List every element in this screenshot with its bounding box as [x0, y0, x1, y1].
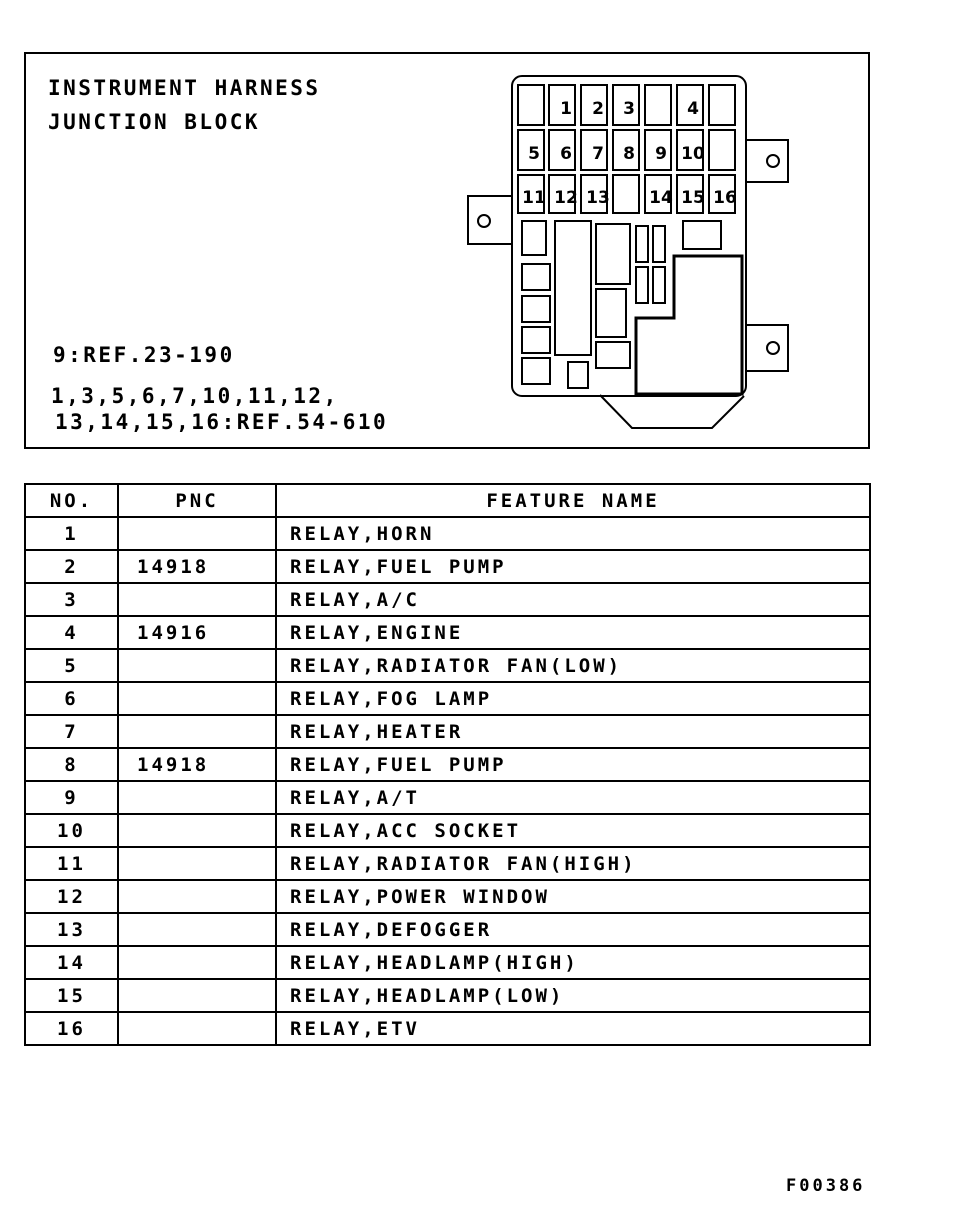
slot-label-13: 13 — [586, 188, 610, 208]
slot-label-2: 2 — [592, 99, 604, 119]
slot-label-15: 15 — [681, 188, 705, 208]
table-row: 7 RELAY,HEATER — [24, 714, 871, 749]
table-row: 5 RELAY,RADIATOR FAN(LOW) — [24, 648, 871, 683]
diagram-title-line1: INSTRUMENT HARNESS — [48, 76, 321, 100]
slot-label-7: 7 — [592, 144, 604, 164]
row-no: 1 — [24, 516, 119, 551]
row-no: 5 — [24, 648, 119, 683]
slot-label-4: 4 — [687, 99, 699, 119]
row-pnc — [117, 1011, 277, 1046]
row-pnc — [117, 648, 277, 683]
header-pnc: PNC — [117, 483, 277, 518]
slot-label-10: 10 — [681, 144, 705, 164]
row-feature-name: RELAY,DEFOGGER — [275, 912, 871, 947]
row-pnc — [117, 582, 277, 617]
row-no: 14 — [24, 945, 119, 980]
row-no: 9 — [24, 780, 119, 815]
table-header-row: NO. PNC FEATURE NAME — [24, 483, 871, 518]
row-feature-name: RELAY,FUEL PUMP — [275, 747, 871, 782]
row-feature-name: RELAY,HORN — [275, 516, 871, 551]
slot-label-3: 3 — [623, 99, 635, 119]
table-row: 12 RELAY,POWER WINDOW — [24, 879, 871, 914]
row-no: 12 — [24, 879, 119, 914]
row-pnc — [117, 912, 277, 947]
row-no: 11 — [24, 846, 119, 881]
row-feature-name: RELAY,HEADLAMP(LOW) — [275, 978, 871, 1013]
row-pnc — [117, 813, 277, 848]
row-feature-name: RELAY,A/C — [275, 582, 871, 617]
bottom-tab — [599, 394, 745, 429]
row-pnc — [117, 516, 277, 551]
ref-note-others-line1: 1,3,5,6,7,10,11,12, — [51, 384, 339, 408]
ref-note-others-line2: 13,14,15,16:REF.54-610 — [55, 410, 389, 434]
row-no: 15 — [24, 978, 119, 1013]
table-row: 11 RELAY,RADIATOR FAN(HIGH) — [24, 846, 871, 881]
mounting-ear-right-upper — [745, 139, 789, 183]
row-no: 4 — [24, 615, 119, 650]
row-pnc — [117, 681, 277, 716]
row-pnc — [117, 945, 277, 980]
slot-label-16: 16 — [713, 188, 737, 208]
mounting-ear-left — [467, 195, 513, 245]
row-pnc: 14918 — [117, 549, 277, 584]
table-row: 14 RELAY,HEADLAMP(HIGH) — [24, 945, 871, 980]
table-row: 6 RELAY,FOG LAMP — [24, 681, 871, 716]
diagram-title-line2: JUNCTION BLOCK — [48, 110, 261, 134]
row-feature-name: RELAY,HEATER — [275, 714, 871, 749]
slot-label-11: 11 — [522, 188, 546, 208]
row-no: 13 — [24, 912, 119, 947]
row-feature-name: RELAY,HEADLAMP(HIGH) — [275, 945, 871, 980]
header-no: NO. — [24, 483, 119, 518]
row-feature-name: RELAY,ENGINE — [275, 615, 871, 650]
row-pnc — [117, 846, 277, 881]
diagram-frame — [24, 52, 870, 449]
row-pnc — [117, 978, 277, 1013]
slot-label-1: 1 — [560, 99, 572, 119]
document-code: F00386 — [786, 1176, 866, 1196]
table-row: 10 RELAY,ACC SOCKET — [24, 813, 871, 848]
row-feature-name: RELAY,ETV — [275, 1011, 871, 1046]
row-pnc — [117, 879, 277, 914]
junction-block-drawing: 1 2 3 4 5 6 7 8 9 10 11 12 13 14 15 16 — [467, 75, 789, 429]
row-no: 10 — [24, 813, 119, 848]
row-feature-name: RELAY,POWER WINDOW — [275, 879, 871, 914]
slot-label-12: 12 — [554, 188, 578, 208]
table-row: 9 RELAY,A/T — [24, 780, 871, 815]
row-no: 3 — [24, 582, 119, 617]
table-row: 15 RELAY,HEADLAMP(LOW) — [24, 978, 871, 1013]
header-feature-name: FEATURE NAME — [275, 483, 871, 518]
row-feature-name: RELAY,A/T — [275, 780, 871, 815]
row-feature-name: RELAY,RADIATOR FAN(HIGH) — [275, 846, 871, 881]
mounting-ear-right-lower — [745, 324, 789, 372]
slot-label-8: 8 — [623, 144, 635, 164]
ref-note-9: 9:REF.23-190 — [53, 343, 235, 367]
row-feature-name: RELAY,ACC SOCKET — [275, 813, 871, 848]
slot-label-5: 5 — [528, 144, 540, 164]
row-pnc — [117, 714, 277, 749]
row-feature-name: RELAY,FOG LAMP — [275, 681, 871, 716]
slot-label-9: 9 — [655, 144, 667, 164]
table-row: 16 RELAY,ETV — [24, 1011, 871, 1046]
row-no: 16 — [24, 1011, 119, 1046]
slot-label-6: 6 — [560, 144, 572, 164]
table-row: 13 RELAY,DEFOGGER — [24, 912, 871, 947]
row-pnc — [117, 780, 277, 815]
slot-label-14: 14 — [649, 188, 673, 208]
table-row: 1 RELAY,HORN — [24, 516, 871, 551]
row-no: 8 — [24, 747, 119, 782]
row-no: 2 — [24, 549, 119, 584]
row-no: 7 — [24, 714, 119, 749]
row-pnc: 14918 — [117, 747, 277, 782]
row-feature-name: RELAY,RADIATOR FAN(LOW) — [275, 648, 871, 683]
table-row: 3 RELAY,A/C — [24, 582, 871, 617]
row-pnc: 14916 — [117, 615, 277, 650]
row-feature-name: RELAY,FUEL PUMP — [275, 549, 871, 584]
row-no: 6 — [24, 681, 119, 716]
